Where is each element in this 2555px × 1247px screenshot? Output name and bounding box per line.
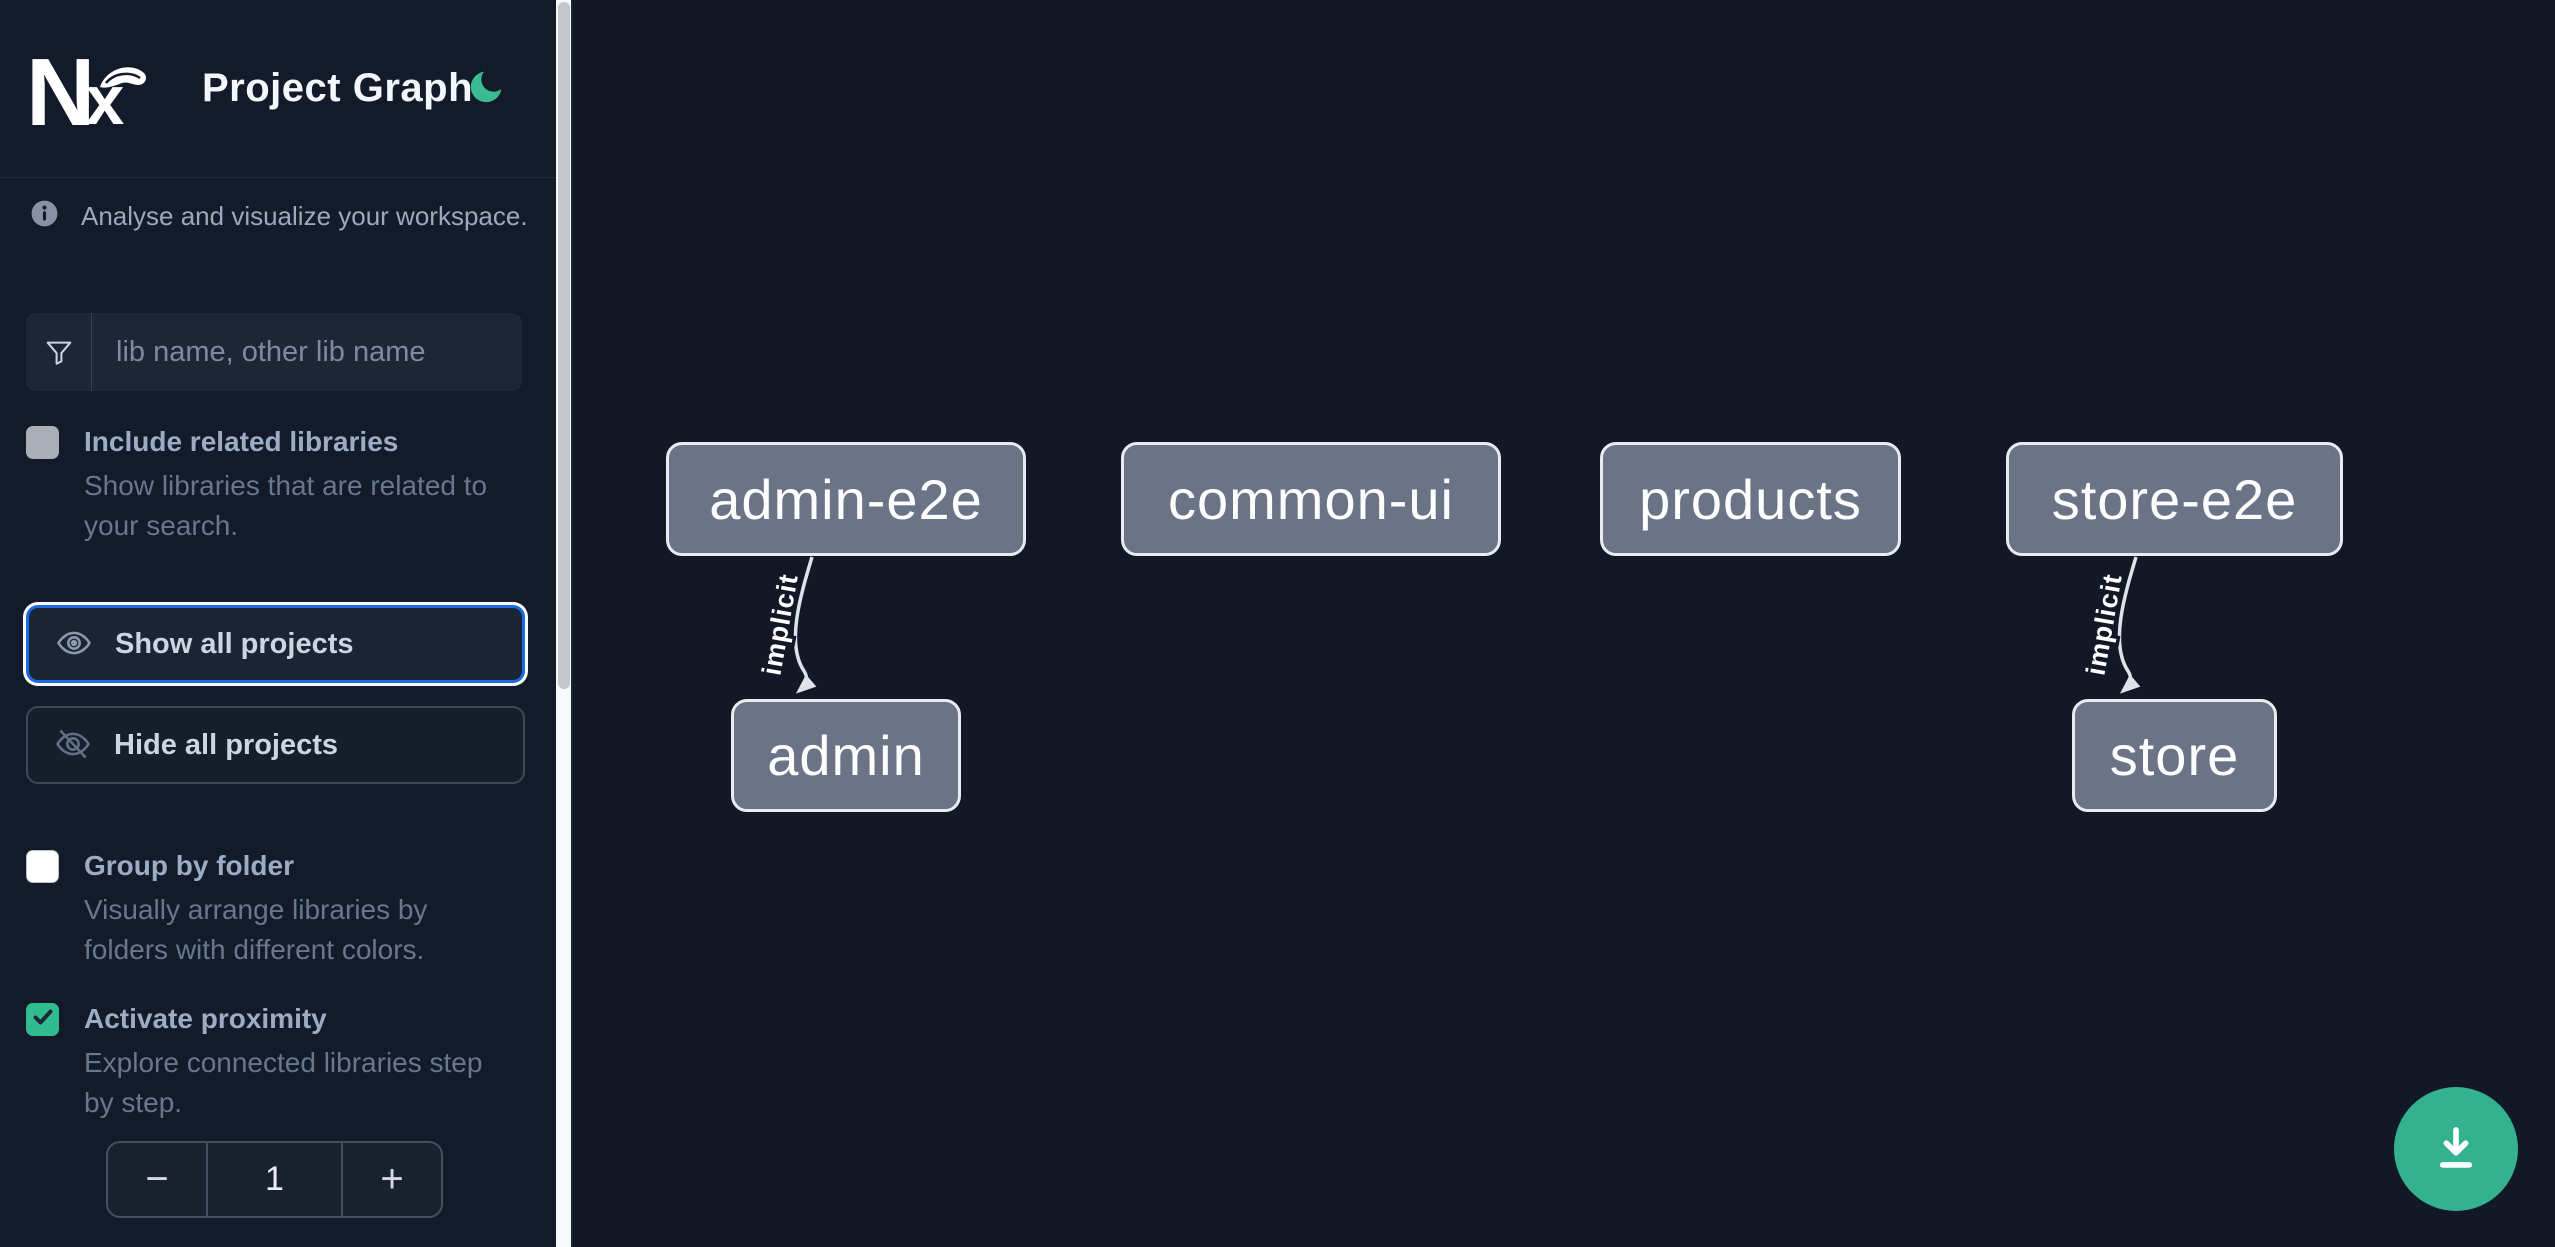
- moon-icon: [466, 71, 506, 110]
- proximity-value: 1: [206, 1143, 343, 1216]
- graph-node-store-e2e[interactable]: store-e2e: [2006, 442, 2343, 556]
- workspace-tagline: Analyse and visualize your workspace.: [29, 198, 529, 234]
- theme-toggle-button[interactable]: [464, 66, 508, 110]
- eye-icon: [55, 624, 93, 665]
- proximity-stepper: − 1 +: [106, 1141, 443, 1218]
- option-label: Include related libraries: [84, 426, 399, 457]
- option-description: Visually arrange libraries by folders wi…: [84, 894, 428, 965]
- proximity-decrement-button[interactable]: −: [108, 1143, 206, 1216]
- nx-logo-swoosh: [100, 66, 146, 88]
- option-include-related: Include related libraries Show libraries…: [26, 425, 531, 546]
- option-label: Group by folder: [84, 850, 294, 881]
- eye-off-icon: [54, 725, 92, 766]
- graph-node-admin[interactable]: admin: [731, 699, 961, 812]
- graph-node-admin-e2e[interactable]: admin-e2e: [666, 442, 1026, 556]
- option-group-by-folder: Group by folder Visually arrange librari…: [26, 849, 531, 970]
- info-icon: [29, 198, 60, 234]
- proximity-increment-button[interactable]: +: [343, 1143, 441, 1216]
- download-graph-button[interactable]: [2394, 1087, 2518, 1211]
- button-label: Hide all projects: [114, 728, 339, 761]
- graph-edge-store-e2e-store[interactable]: [2117, 556, 2141, 694]
- include-related-checkbox[interactable]: [26, 426, 59, 459]
- option-activate-proximity: Activate proximity Explore connected lib…: [26, 1002, 531, 1123]
- option-description: Show libraries that are related to your …: [84, 470, 488, 541]
- sidebar-scrollbar-track[interactable]: [556, 0, 571, 1247]
- button-label: Show all projects: [115, 627, 354, 660]
- option-label: Activate proximity: [84, 1003, 327, 1034]
- filter-searchbox: [26, 313, 522, 391]
- graph-node-store[interactable]: store: [2072, 699, 2277, 812]
- graph-edge-admin-e2e-admin[interactable]: [793, 556, 817, 694]
- download-icon: [2427, 1119, 2485, 1180]
- page-title: Project Graph: [202, 66, 474, 110]
- graph-canvas[interactable]: [571, 0, 2555, 1247]
- graph-node-products[interactable]: products: [1600, 442, 1901, 556]
- filter-input[interactable]: [92, 313, 522, 391]
- funnel-icon: [26, 313, 92, 391]
- group-by-folder-checkbox[interactable]: [26, 850, 59, 883]
- option-description: Explore connected libraries step by step…: [84, 1047, 483, 1118]
- sidebar-scrollbar-thumb[interactable]: [557, 2, 570, 689]
- activate-proximity-checkbox[interactable]: [26, 1003, 59, 1036]
- hide-all-projects-button[interactable]: Hide all projects: [26, 706, 525, 784]
- graph-node-common-ui[interactable]: common-ui: [1121, 442, 1501, 556]
- show-all-projects-button[interactable]: Show all projects: [26, 605, 525, 683]
- checkmark-icon: [31, 1005, 55, 1034]
